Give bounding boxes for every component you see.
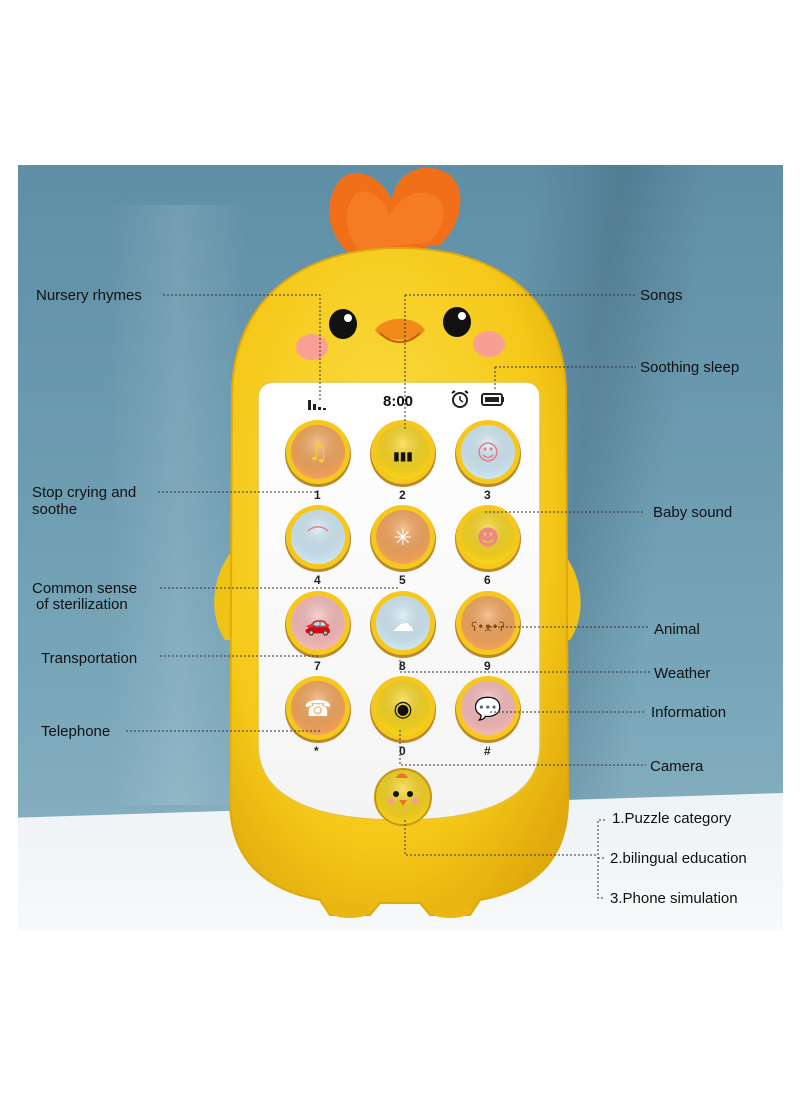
label-transportation: Transportation — [41, 650, 138, 667]
label-bilingual-education: 2.bilingual education — [610, 850, 747, 867]
key-number: 5 — [399, 573, 406, 587]
comb-icon — [329, 167, 461, 255]
label-soothing-sleep: Soothing sleep — [640, 359, 740, 376]
chick-face — [296, 307, 505, 360]
leader-lines — [126, 294, 650, 899]
key-2[interactable]: ▮▮▮ — [370, 420, 436, 487]
key-5[interactable]: ✳ — [370, 505, 436, 572]
alarm-clock-icon — [451, 390, 469, 408]
camera-icon: ◉ — [393, 697, 412, 722]
music-note-icon: ♫ — [308, 441, 328, 466]
home-button[interactable] — [374, 768, 432, 826]
key-star[interactable]: ☎ — [285, 676, 351, 743]
chick-icon — [388, 773, 418, 806]
key-4[interactable]: ⌒ — [285, 505, 351, 572]
label-songs: Songs — [640, 287, 683, 304]
key-0[interactable]: ◉ — [370, 676, 436, 743]
label-common-sense-line2: of sterilization — [36, 596, 128, 613]
battery-icon — [481, 393, 504, 406]
key-8[interactable]: ☁ — [370, 591, 436, 658]
keypad: ♫ ▮▮▮ ☺ ⌒ ✳ ☻ 🚗 ☁ ʕ•ᴥ•ʔ ☎ ◉ 💬 — [285, 420, 521, 743]
label-puzzle-category: 1.Puzzle category — [612, 810, 732, 827]
key-number: 7 — [314, 659, 321, 673]
bear-icon: ʕ•ᴥ•ʔ — [471, 620, 505, 634]
label-common-sense-line1: Common sense — [32, 580, 138, 597]
label-camera: Camera — [650, 758, 704, 775]
wall-light — [108, 205, 248, 805]
key-number: 2 — [399, 488, 406, 502]
key-number: 0 — [399, 744, 406, 758]
label-telephone: Telephone — [41, 723, 111, 740]
key-6[interactable]: ☻ — [455, 505, 521, 572]
signal-icon — [308, 400, 326, 410]
key-number: 6 — [484, 573, 491, 587]
key-number: * — [314, 744, 319, 758]
status-time: 8:00 — [383, 393, 414, 410]
key-number: 1 — [314, 488, 321, 502]
key-7[interactable]: 🚗 — [285, 591, 351, 658]
label-weather: Weather — [654, 665, 711, 682]
label-baby-sound: Baby sound — [653, 504, 733, 521]
label-stop-crying-line2: soothe — [32, 501, 78, 518]
key-number: 8 — [399, 659, 406, 673]
sterilization-icon: ✳ — [394, 526, 412, 551]
car-icon: 🚗 — [304, 612, 331, 637]
label-phone-simulation: 3.Phone simulation — [610, 890, 738, 907]
key-1[interactable]: ♫ — [285, 420, 351, 487]
telephone-icon: ☎ — [304, 697, 331, 722]
label-nursery-rhymes: Nursery rhymes — [36, 287, 142, 304]
key-hash[interactable]: 💬 — [455, 676, 521, 743]
piano-keys-icon: ▮▮▮ — [393, 449, 413, 463]
label-information: Information — [651, 704, 727, 721]
key-number: 3 — [484, 488, 491, 502]
key-9[interactable]: ʕ•ᴥ•ʔ — [455, 591, 521, 658]
key-number: 4 — [314, 573, 321, 587]
key-number: # — [484, 744, 491, 758]
chat-bubble-icon: 💬 — [474, 696, 501, 722]
baby-mobile-icon: ⌒ — [307, 526, 329, 551]
label-stop-crying-line1: Stop crying and — [32, 484, 137, 501]
key-3[interactable]: ☺ — [455, 420, 521, 487]
cloud-sun-icon: ☁ — [392, 612, 414, 637]
label-animal: Animal — [654, 621, 700, 638]
sleeping-baby-icon: ☺ — [477, 441, 500, 466]
baby-face-icon: ☻ — [477, 526, 500, 551]
key-number: 9 — [484, 659, 491, 673]
